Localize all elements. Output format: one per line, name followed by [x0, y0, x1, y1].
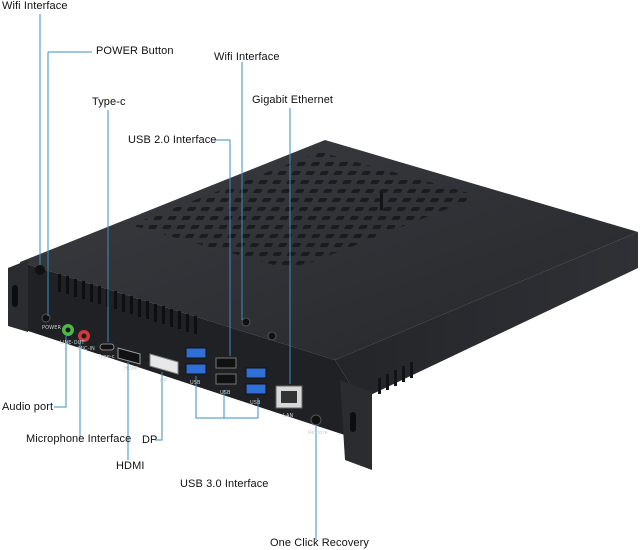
- port-group: [41, 313, 322, 426]
- callout-one-click-recovery: One Click Recovery: [270, 537, 369, 549]
- chassis-right-side: [335, 232, 638, 400]
- panel-label-usb-2: USB: [220, 390, 231, 396]
- panel-label-usb-1: USB: [190, 380, 201, 386]
- top-vent-grille: [130, 152, 480, 270]
- callout-dp: DP: [142, 434, 158, 446]
- callout-usb-3-interface: USB 3.0 Interface: [180, 478, 269, 490]
- callout-audio-port: Audio port: [2, 401, 54, 413]
- callout-microphone-interface: Microphone Interface: [26, 433, 132, 445]
- callout-usb-2-interface: USB 2.0 Interface: [128, 134, 217, 146]
- panel-label-usb-3: USB: [250, 400, 261, 406]
- panel-label-lan: LAN: [283, 413, 294, 419]
- panel-label-type-c: Type-c: [98, 354, 115, 360]
- side-vents: [380, 191, 383, 211]
- panel-label-restore: Restore: [308, 430, 328, 436]
- callout-power-button: POWER Button: [96, 45, 174, 57]
- panel-label-hdmi: HDMI: [124, 366, 138, 372]
- callout-gigabit-ethernet: Gigabit Ethernet: [252, 94, 334, 106]
- leader-lines: [39, 14, 317, 540]
- panel-label-line-out: LINE-OUT: [60, 340, 85, 346]
- callout-hdmi: HDMI: [116, 460, 145, 472]
- panel-label-mic-in: MIC-IN: [78, 346, 95, 352]
- panel-label-dp: DP: [160, 378, 168, 384]
- callout-wifi-interface-left: Wifi Interface: [2, 0, 68, 12]
- callout-wifi-interface-right: Wifi Interface: [214, 51, 280, 63]
- panel-label-power: POWER: [42, 325, 62, 331]
- callout-type-c: Type-c: [92, 96, 126, 108]
